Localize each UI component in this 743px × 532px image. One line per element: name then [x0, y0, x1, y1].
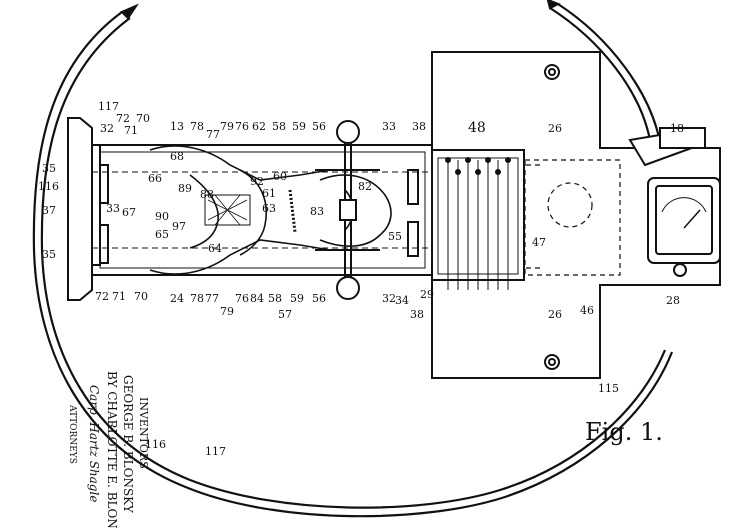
reference-label: 18 — [670, 122, 684, 135]
reference-label: 55 — [388, 230, 402, 243]
reference-label: 116 — [38, 180, 59, 193]
reference-label: 65 — [155, 228, 169, 241]
reference-label: 79 — [220, 120, 234, 133]
reference-label: 71 — [112, 290, 126, 303]
reference-label: 89 — [178, 182, 192, 195]
reference-label: 77 — [205, 292, 219, 305]
reference-label: 70 — [136, 112, 150, 125]
reference-label: 63 — [262, 202, 276, 215]
reference-label: 32 — [382, 292, 396, 305]
reference-label: 26 — [548, 122, 562, 135]
reference-label: 71 — [124, 124, 138, 137]
reference-label: 33 — [106, 202, 120, 215]
inventor-text: INVENTORS — [137, 397, 150, 469]
reference-label: 38 — [410, 308, 424, 321]
reference-label: 33 — [382, 120, 396, 133]
traction-stand — [315, 121, 380, 299]
reference-label: 78 — [190, 120, 204, 133]
reference-label: 58 — [268, 292, 282, 305]
reference-label: 88 — [200, 188, 214, 201]
reference-label: 24 — [170, 292, 184, 305]
reference-label: 37 — [42, 204, 56, 217]
reference-label: 60 — [273, 170, 287, 183]
reference-label: 57 — [278, 308, 292, 321]
reference-label: 62 — [252, 120, 266, 133]
reference-label: 32 — [100, 122, 114, 135]
reference-label: 59 — [290, 292, 304, 305]
reference-label: 48 — [468, 120, 486, 136]
reference-label: 46 — [580, 304, 594, 317]
reference-label: 82 — [358, 180, 372, 193]
reference-label: 83 — [310, 205, 324, 218]
inventors-block: INVENTORS GEORGE B. BLONSKY BY CHARLOTTE… — [67, 371, 150, 528]
reference-label: 58 — [272, 120, 286, 133]
reference-label: 61 — [262, 187, 276, 200]
reference-label: 34 — [395, 294, 409, 307]
reference-label: 115 — [598, 382, 619, 395]
reference-label: 67 — [122, 206, 136, 219]
reference-label: 97 — [172, 220, 186, 233]
reference-label: 28 — [666, 294, 680, 307]
reference-label: 38 — [412, 120, 426, 133]
reference-label: 13 — [170, 120, 184, 133]
reference-label: 70 — [134, 290, 148, 303]
reference-label: 47 — [532, 236, 546, 249]
reference-label: 59 — [292, 120, 306, 133]
inventor-text: ATTORNEYS — [67, 404, 77, 464]
reference-label: 64 — [208, 242, 222, 255]
inventor-text: GEORGE B. BLONSKY — [121, 375, 135, 514]
inventor-text: BY CHARLOTTE E. BLONSKY — [105, 371, 119, 528]
reference-label: 77 — [206, 128, 220, 141]
reference-label: 76 — [235, 292, 249, 305]
reference-label: 35 — [42, 248, 56, 261]
reference-label: 35 — [42, 162, 56, 175]
inventor-text: Carp, Hartz Shagle — [87, 385, 101, 502]
reference-label: 56 — [312, 292, 326, 305]
reference-label: 76 — [235, 120, 249, 133]
reference-label: 29 — [420, 288, 434, 301]
reference-label: 56 — [312, 120, 326, 133]
reference-label: 117 — [205, 445, 226, 458]
reference-label: 90 — [155, 210, 169, 223]
reference-label: 84 — [250, 292, 264, 305]
reference-label: 68 — [170, 150, 184, 163]
electrode-block — [432, 150, 524, 290]
reference-label: 66 — [148, 172, 162, 185]
reference-label: 72 — [95, 290, 109, 303]
reference-label: 26 — [548, 308, 562, 321]
reference-label: 78 — [190, 292, 204, 305]
reference-label: 79 — [220, 305, 234, 318]
figure-title: Fig. 1. — [585, 418, 663, 446]
